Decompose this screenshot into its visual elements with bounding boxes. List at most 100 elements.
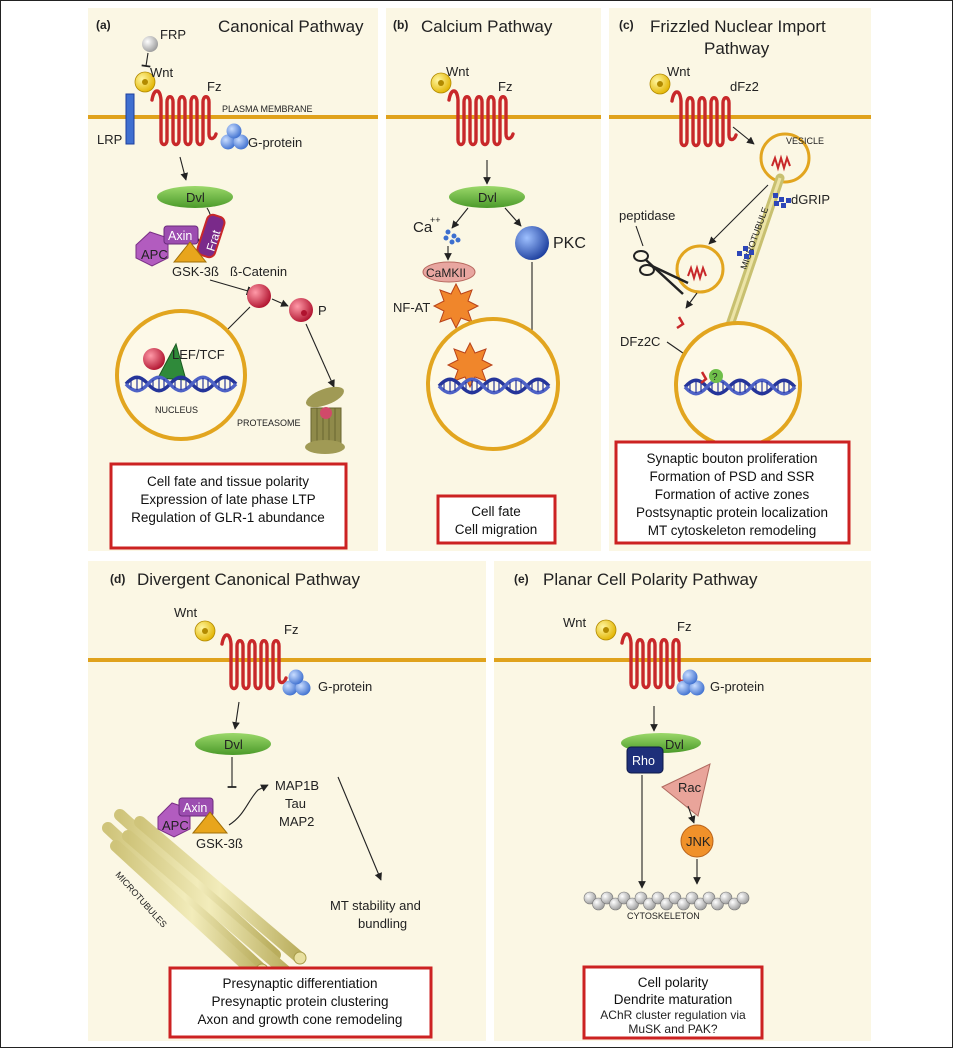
outcome-e-4: MuSK and PAK? <box>628 1022 717 1036</box>
g-protein-label-d: G-protein <box>318 679 372 694</box>
camkii-label: CaMKII <box>426 266 466 280</box>
panel-c: (c) Frizzled Nuclear Import Pathway Wnt … <box>609 17 871 545</box>
panel-c-title-line2: Pathway <box>704 39 770 58</box>
calcium-superscript: ++ <box>430 215 441 225</box>
outcome-e-1: Cell polarity <box>638 975 709 990</box>
dvl-a <box>157 186 233 208</box>
catenin-label: ß-Catenin <box>230 264 287 279</box>
nfat-star <box>432 282 480 330</box>
gsk3b-protein-a <box>172 241 208 263</box>
outcome-box-b <box>436 494 557 545</box>
dgrip-cluster-icon <box>773 193 791 208</box>
dvl-b <box>449 186 525 208</box>
g-protein-label-a: G-protein <box>248 135 302 150</box>
outcome-b-1: Cell fate <box>471 504 521 519</box>
panel-a-background <box>88 8 378 551</box>
outcome-d-3: Axon and growth cone remodeling <box>198 1012 403 1027</box>
outcome-box-e <box>582 965 764 1040</box>
rac-protein <box>661 763 711 817</box>
frat-protein <box>196 213 226 259</box>
outcome-a-3: Regulation of GLR-1 abundance <box>131 510 325 525</box>
lef-tcf-protein <box>157 342 187 381</box>
panel-a-letter: (a) <box>96 18 111 32</box>
panel-b: (b) Calcium Pathway Wnt Fz Dvl Ca ++ PKC… <box>386 17 601 545</box>
g-protein-icon-e <box>676 669 705 696</box>
panel-a: (a) Canonical Pathway FRP Wnt LRP Fz PLA… <box>88 17 378 550</box>
outcome-c-3: Formation of active zones <box>655 487 810 502</box>
phosphate-label: P <box>318 303 327 318</box>
rac-label: Rac <box>678 780 702 795</box>
rho-protein <box>626 746 664 774</box>
outcome-box-d <box>168 966 433 1039</box>
panel-e: (e) Planar Cell Polarity Pathway Wnt Fz … <box>494 570 871 1040</box>
panel-a-title: Canonical Pathway <box>218 17 364 36</box>
gsk3b-protein-d <box>191 811 229 834</box>
camkii-protein <box>422 261 476 283</box>
dvl-d <box>195 733 271 755</box>
calcium-ions-icon <box>443 229 461 245</box>
outcome-a-1: Cell fate and tissue polarity <box>147 474 309 489</box>
frp-label: FRP <box>160 27 186 42</box>
beta-catenin-sphere <box>247 284 271 308</box>
outcome-c-1: Synaptic bouton proliferation <box>646 451 817 466</box>
wnt-ligand-icon-d <box>194 620 216 642</box>
catenin-in-nucleus <box>143 348 165 370</box>
outcome-c-4: Postsynaptic protein localization <box>636 505 828 520</box>
dfz2c-label: DFz2C <box>620 334 660 349</box>
wnt-label-a: Wnt <box>150 65 174 80</box>
outcome-e-3: AChR cluster regulation via <box>600 1008 746 1022</box>
gsk3b-label-a: GSK-3ß <box>172 264 219 279</box>
nfat-label: NF-AT <box>393 300 430 315</box>
panel-c-letter: (c) <box>619 18 634 32</box>
map1b-label: MAP1B <box>275 778 319 793</box>
g-protein-icon-d <box>282 669 311 696</box>
panel-e-letter: (e) <box>514 572 529 586</box>
outcome-e-2: Dendrite maturation <box>614 992 733 1007</box>
vesicle-label: VESICLE <box>786 136 824 146</box>
axin-label-d: Axin <box>183 801 207 815</box>
dna-b <box>437 377 551 395</box>
panel-c-title-line1: Frizzled Nuclear Import <box>650 17 826 36</box>
apc-label-a: APC <box>141 247 168 262</box>
pkc-sphere <box>515 226 549 260</box>
panel-d-title: Divergent Canonical Pathway <box>137 570 361 589</box>
nucleus-label: NUCLEUS <box>155 405 198 415</box>
wnt-label-e: Wnt <box>563 615 587 630</box>
g-protein-icon-a <box>220 123 249 150</box>
dfz2-label: dFz2 <box>730 79 759 94</box>
unknown-factor-icon <box>709 369 723 383</box>
fz-label-e: Fz <box>677 619 691 634</box>
cytoskeleton-bead <box>736 891 750 905</box>
dfz2c-fragment <box>676 316 685 330</box>
outcome-c-2: Formation of PSD and SSR <box>649 469 814 484</box>
outcome-d-2: Presynaptic protein clustering <box>211 994 388 1009</box>
apc-label-d: APC <box>162 818 189 833</box>
membrane-label: PLASMA MEMBRANE <box>222 104 313 114</box>
tau-label: Tau <box>285 796 306 811</box>
frp-sphere <box>142 36 158 52</box>
wnt-label-c: Wnt <box>667 64 691 79</box>
axin-protein-a <box>163 225 199 245</box>
cytoskeleton-label: CYTOSKELETON <box>627 911 700 921</box>
peptidase-label: peptidase <box>619 208 675 223</box>
unknown-factor-label: ? <box>712 372 718 383</box>
lrp-label: LRP <box>97 132 122 147</box>
panel-d-letter: (d) <box>110 572 125 586</box>
map2-label: MAP2 <box>279 814 314 829</box>
dvl-label-e: Dvl <box>665 737 684 752</box>
outcome-box-c <box>614 440 851 545</box>
rho-label: Rho <box>632 754 655 768</box>
calcium-label: Ca <box>413 219 433 236</box>
dgrip-label: dGRIP <box>791 192 830 207</box>
g-protein-label-e: G-protein <box>710 679 764 694</box>
outcome-d-1: Presynaptic differentiation <box>222 976 377 991</box>
vesicle-cleaved <box>675 244 725 294</box>
nfat-star-nucleus <box>446 341 494 389</box>
fz-label-b: Fz <box>498 79 512 94</box>
axin-protein-d <box>178 797 214 817</box>
panel-b-letter: (b) <box>393 18 408 32</box>
outcome-a-2: Expression of late phase LTP <box>140 492 315 507</box>
axin-label-a: Axin <box>168 229 192 243</box>
